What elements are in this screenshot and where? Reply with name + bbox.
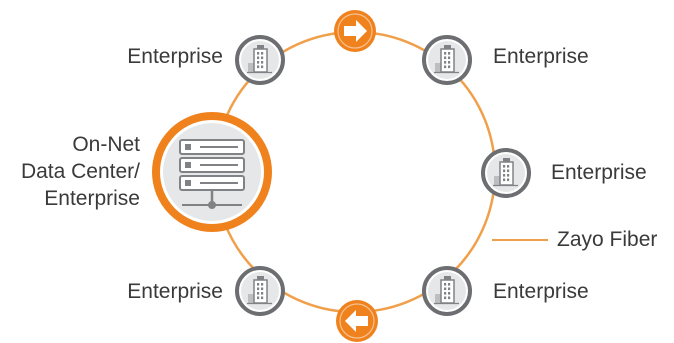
hub-node — [152, 112, 272, 232]
building-icon — [434, 45, 459, 74]
hub-label: On-Net Data Center/ Enterprise — [0, 131, 140, 212]
building-icon — [247, 276, 272, 305]
enterprise-label: Enterprise — [493, 280, 589, 303]
building-icon — [493, 158, 518, 187]
enterprise-node — [422, 266, 472, 316]
enterprise-node — [235, 266, 285, 316]
enterprise-node — [235, 35, 285, 85]
enterprise-label: Enterprise — [127, 280, 223, 303]
building-icon — [434, 276, 459, 305]
hub-label-line: On-Net — [72, 133, 140, 156]
hub-label-line: Data Center/ — [20, 160, 140, 183]
enterprise-label: Enterprise — [493, 45, 589, 68]
building-icon — [247, 45, 272, 74]
hub-label-line: Enterprise — [44, 187, 140, 210]
arrow-left-icon — [336, 300, 378, 342]
enterprise-node — [481, 148, 531, 198]
arrow-right-icon — [334, 10, 376, 52]
enterprise-label: Enterprise — [551, 161, 647, 184]
fiber-label: Zayo Fiber — [557, 228, 658, 251]
enterprise-label: Enterprise — [127, 45, 223, 68]
server-rack-icon — [179, 139, 245, 209]
enterprise-node — [422, 35, 472, 85]
